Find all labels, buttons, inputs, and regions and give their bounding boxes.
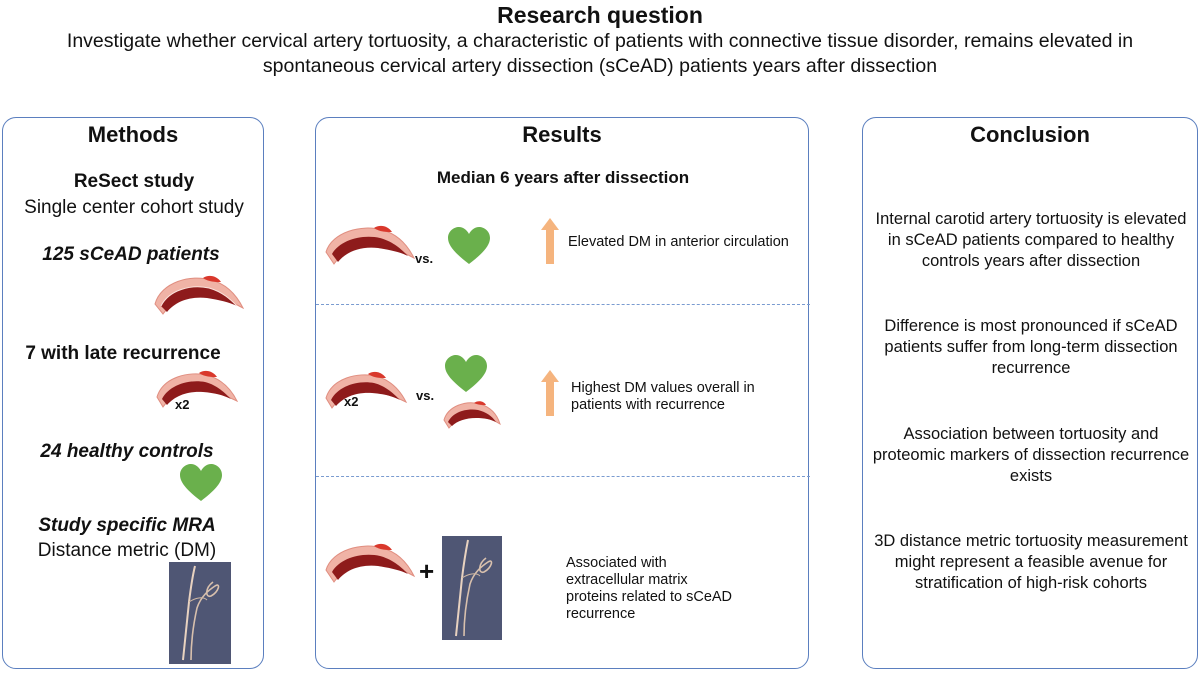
methods-title: Methods: [87, 122, 179, 147]
conclusion-item-4: 3D distance metric tortuosity measuremen…: [874, 532, 1188, 592]
row-divider: [316, 304, 810, 305]
conclusion-title: Conclusion: [970, 122, 1090, 147]
up-arrow-icon: [541, 218, 559, 264]
plus-sign: +: [419, 556, 435, 586]
dissected-artery-icon: [325, 225, 416, 265]
dissected-artery-icon: [154, 275, 245, 315]
recurrent-artery-icon: [325, 371, 408, 409]
conclusion-panel: Conclusion Internal carotid artery tortu…: [862, 117, 1198, 669]
heart-icon: [448, 227, 490, 264]
study-name: ReSect study: [73, 171, 195, 192]
study-type: Single center cohort study: [24, 197, 244, 218]
conclusion-item-3: Association between tortuosity and prote…: [872, 425, 1190, 485]
vs-label: vs.: [416, 388, 435, 403]
recurrence-multiplier: x2: [344, 394, 359, 409]
heart-icon: [180, 464, 222, 501]
mra-image: [169, 562, 231, 664]
mra-subtitle: Distance metric (DM): [37, 540, 217, 561]
mra-title: Study specific MRA: [38, 515, 216, 536]
results-subtitle: Median 6 years after dissection: [436, 168, 690, 187]
methods-panel: Methods ReSect study Single center cohor…: [2, 117, 264, 669]
patients-count: 125 sCeAD patients: [42, 244, 220, 265]
results-panel: Results Median 6 years after dissection …: [315, 117, 810, 669]
finding-2: Highest DM values overall in patients wi…: [571, 380, 755, 413]
controls-count: 24 healthy controls: [40, 441, 214, 462]
research-question-text: Investigate whether cervical artery tort…: [66, 30, 1134, 77]
results-title: Results: [522, 122, 602, 147]
conclusion-item-1: Internal carotid artery tortuosity is el…: [875, 210, 1187, 270]
row-divider: [316, 476, 810, 477]
recurrence-count: 7 with late recurrence: [25, 343, 221, 364]
finding-3: Associated with extracellular matrix pro…: [566, 555, 733, 622]
finding-1: Elevated DM in anterior circulation: [568, 234, 789, 250]
recurrent-artery-icon: [156, 370, 239, 408]
dissected-artery-icon: [443, 401, 501, 429]
vs-label: vs.: [415, 251, 434, 266]
conclusion-item-2: Difference is most pronounced if sCeAD p…: [884, 317, 1178, 377]
heart-icon: [445, 355, 487, 392]
mra-image: [442, 536, 502, 640]
recurrence-multiplier: x2: [175, 397, 190, 412]
research-question-title: Research question: [497, 2, 703, 28]
dissected-artery-icon: [325, 543, 416, 583]
up-arrow-icon: [541, 370, 559, 416]
